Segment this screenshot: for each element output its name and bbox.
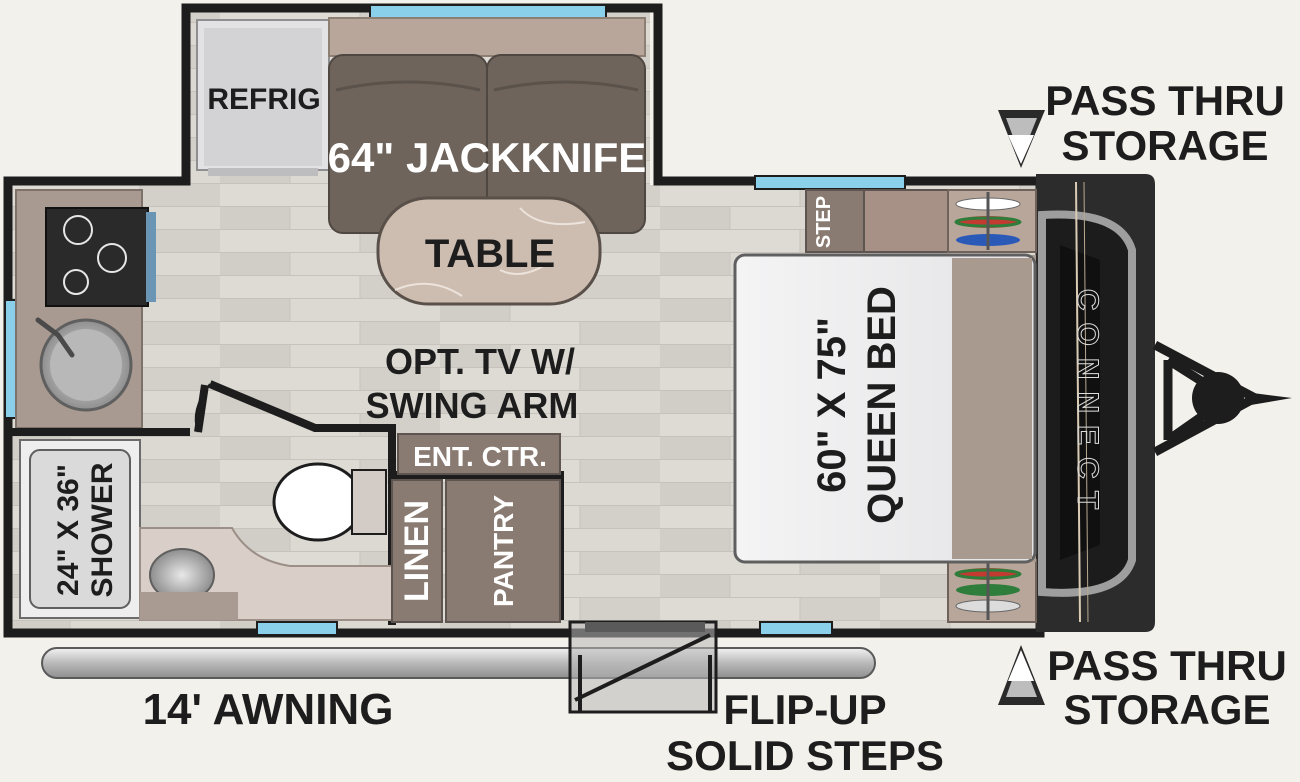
entertainment-center bbox=[397, 433, 561, 475]
ent-ctr-label: ENT. CTR. bbox=[413, 441, 547, 472]
up-arrow-icon bbox=[998, 645, 1045, 705]
exterior-wall bbox=[3, 3, 1045, 638]
table-label: TABLE bbox=[425, 232, 555, 276]
linen-label: LINEN bbox=[398, 500, 436, 602]
queen-bed-label-line2: QUEEN BED bbox=[860, 286, 904, 524]
pantry-label: PANTRY bbox=[488, 495, 519, 607]
awning bbox=[41, 647, 876, 679]
shower-label-line2: SHOWER bbox=[86, 462, 119, 597]
pass-thru-top-line2: STORAGE bbox=[1062, 122, 1269, 169]
bed-step bbox=[805, 189, 865, 253]
awning-label: 14' AWNING bbox=[143, 685, 394, 734]
pass-thru-top-line1: PASS THRU bbox=[1045, 77, 1285, 124]
down-arrow-icon bbox=[998, 110, 1045, 168]
steps-label-line1: FLIP-UP bbox=[723, 686, 886, 733]
shower-label-line1: 24" X 36" bbox=[52, 464, 85, 596]
queen-bed-label-line1: 60" X 75" bbox=[810, 317, 854, 493]
jackknife-label: 64" JACKKNIFE bbox=[328, 134, 647, 181]
linen-cabinet bbox=[391, 479, 443, 623]
window bbox=[369, 4, 607, 19]
flip-up-steps bbox=[568, 620, 718, 714]
faucet-icon bbox=[35, 317, 75, 358]
burner-icon bbox=[63, 215, 93, 245]
dinette-table bbox=[376, 196, 602, 306]
burner-icon bbox=[97, 243, 127, 273]
burner-icon bbox=[63, 269, 89, 295]
tv-label-line1: OPT. TV W/ bbox=[385, 341, 575, 382]
refrigerator-label: REFRIG bbox=[207, 83, 320, 116]
tv-label-line2: SWING ARM bbox=[366, 385, 579, 426]
pass-thru-bottom-line1: PASS THRU bbox=[1047, 642, 1287, 689]
window bbox=[759, 621, 833, 636]
window bbox=[256, 621, 338, 636]
steps-label-line2: SOLID STEPS bbox=[666, 732, 944, 777]
bedside-cabinet bbox=[863, 189, 949, 253]
brand-logo: CONNECT bbox=[1071, 288, 1105, 521]
cooktop bbox=[45, 207, 149, 307]
window bbox=[754, 175, 906, 190]
toilet bbox=[272, 462, 364, 542]
svg-text:CONNECT: CONNECT bbox=[1071, 289, 1104, 521]
pass-thru-bottom-line2: STORAGE bbox=[1064, 686, 1271, 733]
step-label: STEP bbox=[813, 196, 835, 248]
jackknife-back bbox=[328, 17, 646, 57]
pantry-cabinet bbox=[445, 479, 561, 623]
